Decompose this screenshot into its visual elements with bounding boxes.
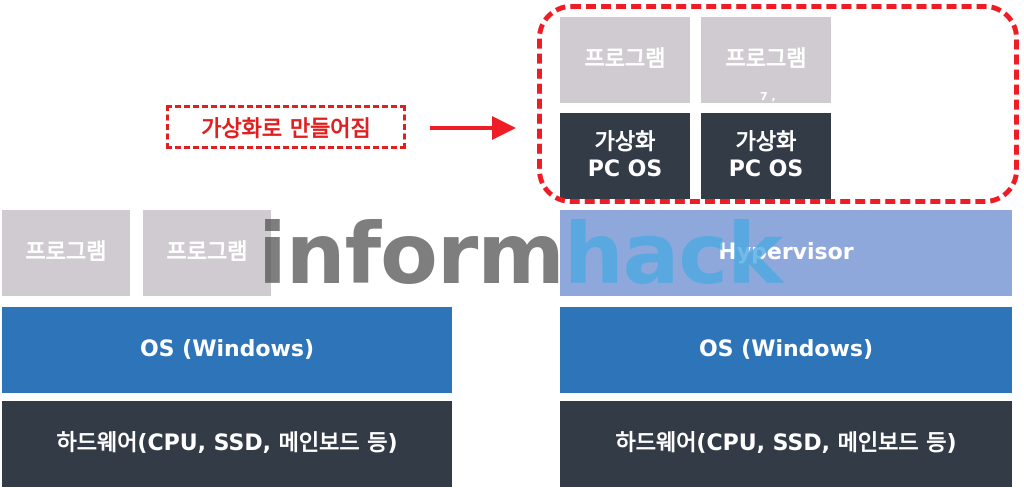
watermark-logo: informhack: [258, 212, 783, 296]
small-mark-text: 7 ,: [760, 90, 776, 103]
hardware-box-left: 하드웨어(CPU, SSD, 메인보드 등): [2, 401, 452, 487]
program-box-right-2: 프로그램: [701, 17, 831, 103]
virtualized-label: 가상화로 만들어짐: [166, 105, 406, 149]
hypervisor-box: Hypervisor: [560, 210, 1012, 296]
virtualized-region-outline: [537, 4, 1019, 204]
watermark-part1: inform: [258, 205, 565, 303]
hardware-box-right: 하드웨어(CPU, SSD, 메인보드 등): [560, 401, 1012, 487]
os-box-left: OS (Windows): [2, 307, 452, 393]
watermark-part2: hack: [563, 205, 783, 303]
virtual-pc-line2: PC OS: [728, 157, 804, 182]
virtual-pc-line1: 가상화: [594, 129, 656, 155]
os-box-right: OS (Windows): [560, 307, 1012, 393]
virtual-pc-box-1: 가상화 PC OS: [560, 113, 690, 199]
virtual-pc-line1: 가상화: [735, 129, 797, 155]
program-box-left-1: 프로그램: [2, 210, 130, 296]
arrow-right-icon: [430, 116, 516, 140]
program-box-left-2: 프로그램: [143, 210, 271, 296]
program-box-right-1: 프로그램: [560, 17, 690, 103]
virtual-pc-box-2: 가상화 PC OS: [701, 113, 831, 199]
virtual-pc-line2: PC OS: [587, 157, 663, 182]
